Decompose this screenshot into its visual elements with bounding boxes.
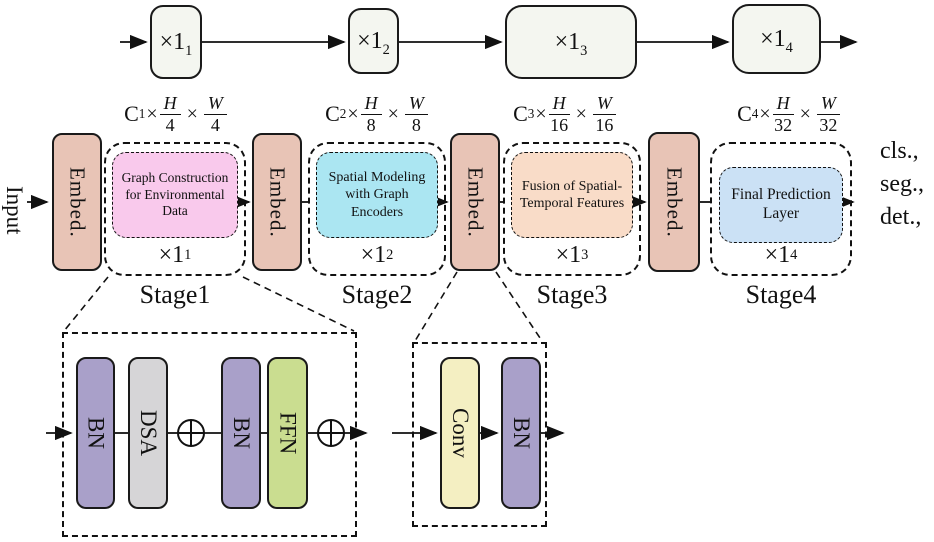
bn-label: BN bbox=[83, 417, 109, 449]
stage3-module: Fusion of Spatial-Temporal Features bbox=[511, 152, 633, 238]
output-seg-label: seg., bbox=[880, 171, 924, 197]
embed-label: Embed. bbox=[265, 166, 290, 238]
embed-label: Embed. bbox=[662, 166, 687, 238]
stage1-label: Stage1 bbox=[139, 280, 211, 309]
repeat-box-1: ×11 bbox=[150, 5, 202, 79]
embed-label: Embed. bbox=[463, 166, 488, 238]
transformer-block-detail bbox=[62, 332, 357, 537]
repeat-label: ×13 bbox=[554, 28, 588, 59]
embed-block-4: Embed. bbox=[648, 132, 700, 272]
embed-block-2: Embed. bbox=[252, 133, 302, 271]
output-det-label: det., bbox=[880, 204, 922, 230]
repeat-box-3: ×13 bbox=[505, 5, 637, 79]
output-cls-label: cls., bbox=[880, 138, 919, 164]
ffn-block: FFN bbox=[267, 357, 308, 509]
input-label: Input bbox=[2, 185, 27, 235]
conv-block: Conv bbox=[440, 357, 480, 509]
repeat-label: ×12 bbox=[357, 27, 390, 58]
stage2-label: Stage2 bbox=[341, 280, 413, 309]
repeat-label: ×14 bbox=[760, 25, 793, 56]
stage3-label: Stage3 bbox=[536, 280, 608, 309]
embed-block-1: Embed. bbox=[52, 133, 102, 271]
repeat-label: ×11 bbox=[159, 28, 193, 59]
stage4-label: Stage4 bbox=[745, 280, 817, 309]
repeat-box-4: ×14 bbox=[732, 4, 821, 74]
bn-label: BN bbox=[229, 417, 254, 449]
repeat-box-2: ×12 bbox=[348, 8, 399, 74]
embed-block-3: Embed. bbox=[450, 133, 500, 271]
stage1-module: Graph Construction for Environmental Dat… bbox=[112, 152, 238, 238]
dsa-label: DSA bbox=[136, 409, 161, 456]
conv-label: Conv bbox=[448, 408, 473, 458]
stage4-module: Final Prediction Layer bbox=[719, 167, 843, 243]
bn-block-3: BN bbox=[501, 357, 541, 509]
ffn-label: FFN bbox=[275, 411, 301, 455]
bn-block-2: BN bbox=[221, 357, 261, 509]
stage1-group: Graph Construction for Environmental Dat… bbox=[104, 142, 246, 276]
dsa-block: DSA bbox=[128, 357, 168, 509]
bn-block-1: BN bbox=[76, 357, 115, 509]
bn-label: BN bbox=[509, 417, 534, 449]
embed-label: Embed. bbox=[65, 166, 90, 238]
stage2-module: Spatial Modeling with Graph Encoders bbox=[316, 152, 438, 238]
embed-block-expansion bbox=[412, 342, 547, 527]
